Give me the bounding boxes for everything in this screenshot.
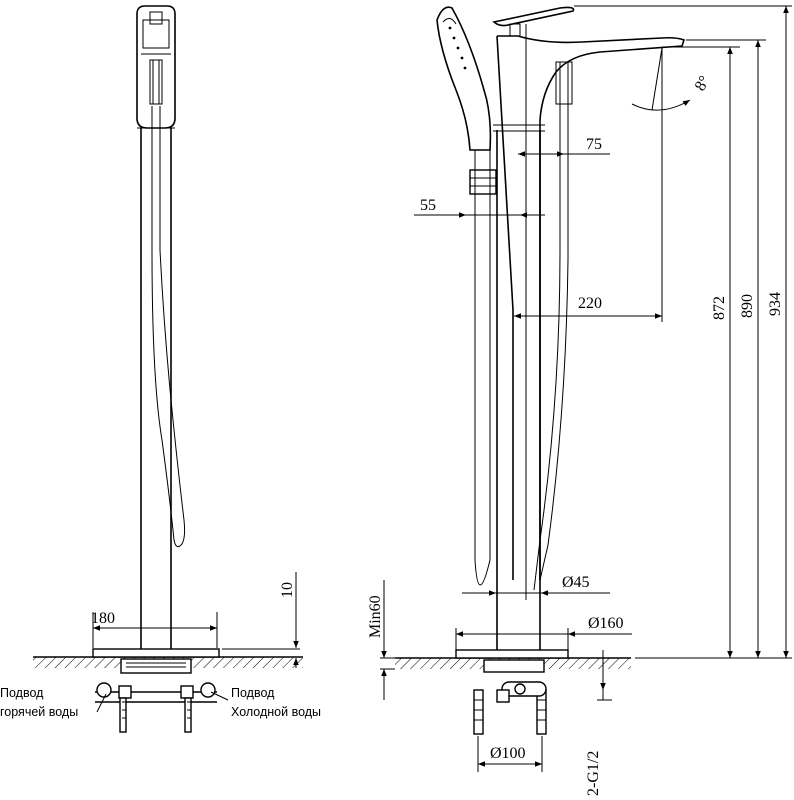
dim-890: 890 (739, 294, 756, 318)
dim-220: 220 (578, 295, 602, 312)
dim-180: 180 (91, 610, 115, 627)
dimension-base-width: 180 (91, 610, 218, 648)
dimension-heights: 872 890 934 (574, 5, 792, 659)
column-side (493, 124, 545, 650)
svg-text:Подвод: Подвод (231, 686, 275, 700)
svg-text:горячей воды: горячей воды (0, 705, 78, 719)
dim-min60: Min60 (367, 595, 384, 638)
hose-front (151, 106, 186, 548)
hand-shower (436, 6, 497, 586)
dim-55: 55 (420, 197, 436, 214)
dim-934: 934 (767, 292, 784, 316)
handle-front (136, 5, 176, 129)
front-view: 180 10 Подвод горячей воды Подвод Холодн… (0, 5, 321, 733)
dimension-connection: 2-G1/2 (585, 650, 612, 796)
svg-text:Холодной воды: Холодной воды (231, 705, 321, 719)
side-view: 75 55 220 8° (367, 5, 792, 796)
pipes-front (95, 682, 217, 733)
dim-8-degrees: 8° (692, 73, 714, 94)
svg-text:Подвод: Подвод (0, 686, 44, 700)
handle-side (492, 6, 575, 37)
spout-side (496, 24, 686, 600)
dimension-flange-diameter: Ø100 (477, 736, 543, 772)
hose-side (533, 61, 573, 591)
dim-connection: 2-G1/2 (585, 751, 602, 796)
base-front (92, 648, 220, 674)
fittings-side (473, 681, 547, 735)
dim-872: 872 (711, 296, 728, 320)
dimension-tilt-angle: 8° (631, 47, 714, 111)
dimension-min-depth: Min60 (367, 580, 395, 700)
column-front (137, 127, 175, 650)
dimension-holder-offset: 55 (414, 197, 545, 218)
dim-75: 75 (586, 136, 602, 153)
dimension-base-height: 10 (222, 572, 300, 668)
dimension-column-diameter: Ø45 (462, 574, 610, 596)
dim-column-diameter: Ø45 (562, 574, 590, 591)
dimension-base-diameter: Ø160 (455, 615, 632, 650)
dim-10: 10 (279, 582, 296, 598)
dimension-spout-reach: 75 (518, 136, 610, 157)
dim-base-diameter: Ø160 (588, 615, 624, 632)
dim-flange-diameter: Ø100 (490, 745, 526, 762)
cold-water-label: Подвод Холодной воды (210, 686, 321, 719)
dimension-spout-projection: 220 (514, 48, 663, 322)
base-side (455, 649, 569, 673)
hot-water-label: Подвод горячей воды (0, 686, 107, 719)
